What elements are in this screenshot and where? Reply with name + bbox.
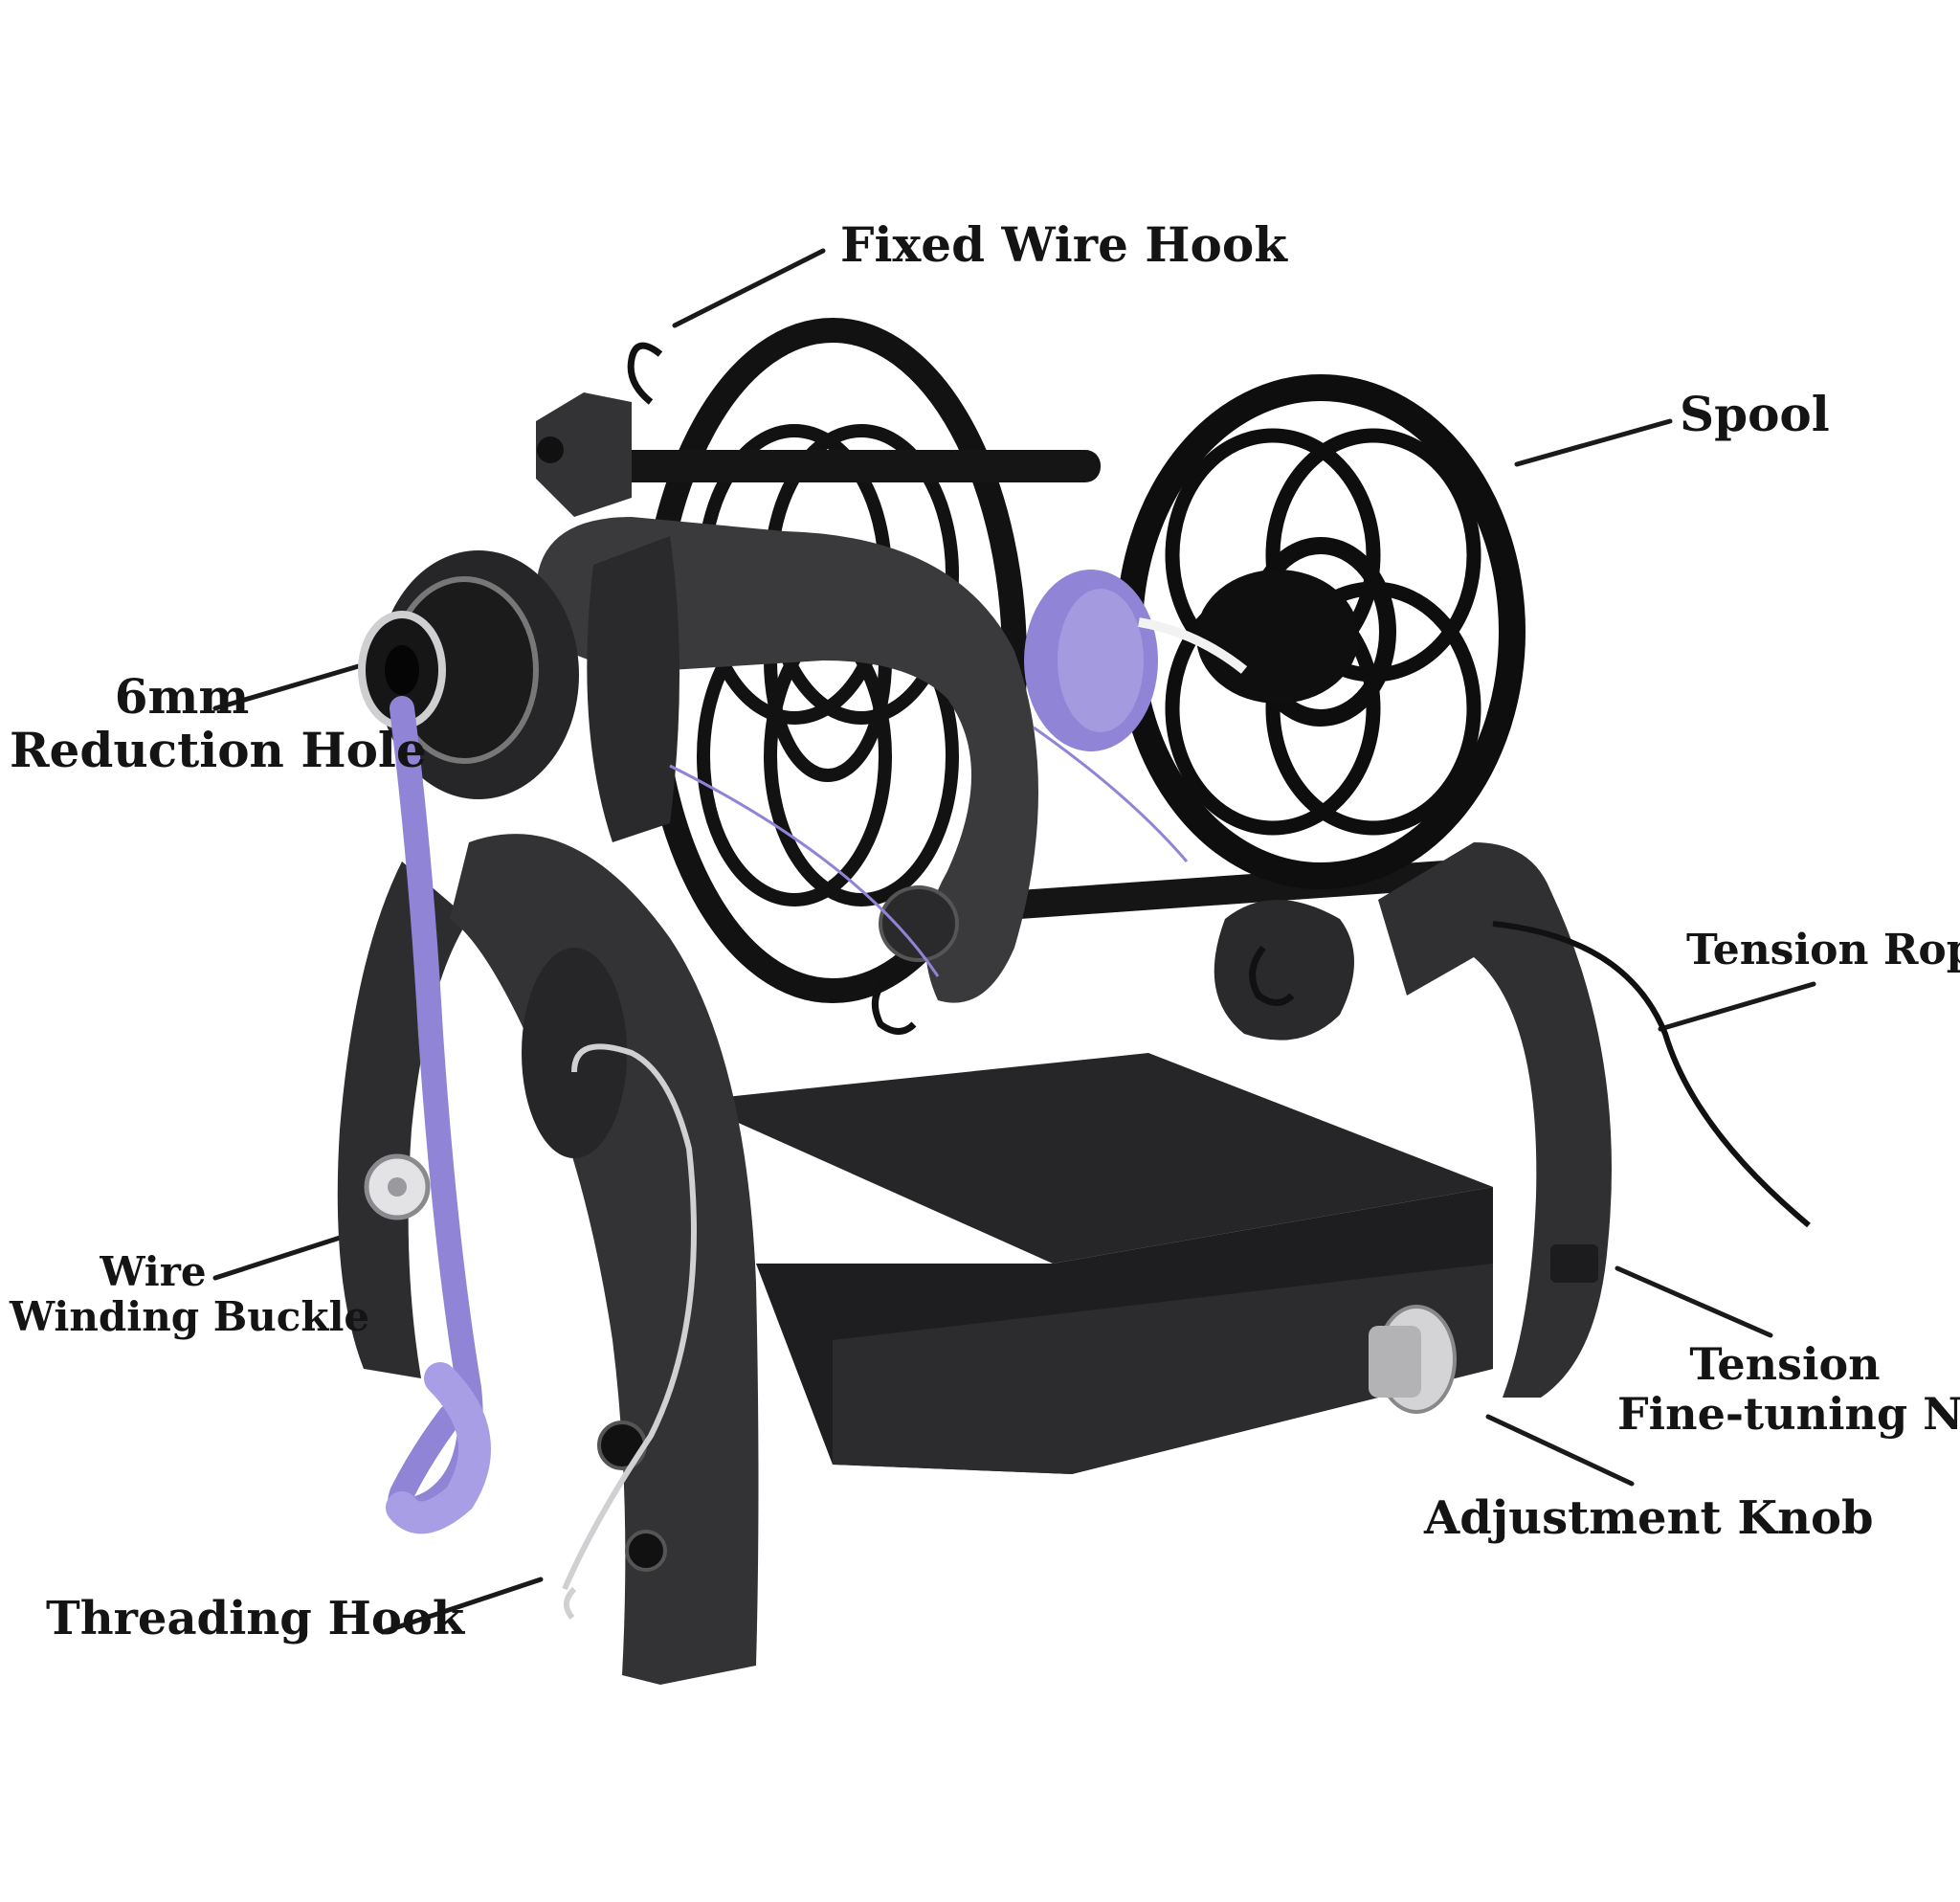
leader-lines xyxy=(212,248,1816,1635)
leader-fixed-wire-hook xyxy=(672,248,826,328)
label-tension-nut-line1: Tension xyxy=(1689,1338,1881,1390)
fixed-wire-hook xyxy=(627,342,663,405)
label-reduction-hole: 6mm Reduction Hole xyxy=(10,668,427,778)
label-fixed-wire-hook-text: Fixed Wire Hook xyxy=(840,216,1287,273)
leader-spool xyxy=(1514,418,1673,467)
label-tension-rope: Tension Rope xyxy=(1686,927,1960,973)
label-tension-nut-line2: Fine-tuning Nut xyxy=(1617,1387,1960,1440)
leader-threading-hook xyxy=(380,1577,544,1635)
label-spool: Spool xyxy=(1680,388,1830,441)
label-tension-nut: Tension Fine-tuning Nut xyxy=(1617,1338,1960,1440)
label-threading-hook-text: Threading Hook xyxy=(46,1592,465,1645)
label-adjustment-knob: Adjustment Knob xyxy=(1424,1491,1874,1545)
leader-tension-rope xyxy=(1658,981,1816,1032)
tension-nut xyxy=(1550,1244,1598,1283)
left-front-leg xyxy=(450,834,759,1685)
label-spool-text: Spool xyxy=(1680,386,1830,442)
leader-reduction-hole xyxy=(212,658,381,711)
top-rod xyxy=(612,450,1101,482)
leader-adjustment-knob xyxy=(1485,1414,1635,1487)
threading-hook xyxy=(562,1043,697,1591)
label-winding-buckle-line2: Winding Buckle xyxy=(10,1293,370,1341)
leader-tension-nut xyxy=(1615,1265,1773,1338)
label-reduction-hole-line1: 6mm xyxy=(114,668,250,725)
label-threading-hook: Threading Hook xyxy=(46,1592,465,1645)
label-fixed-wire-hook: Fixed Wire Hook xyxy=(840,218,1287,272)
fixed-hook-bracket xyxy=(536,392,632,517)
label-winding-buckle: Wire Winding Buckle xyxy=(10,1248,370,1341)
label-adjustment-knob-text: Adjustment Knob xyxy=(1424,1491,1874,1545)
label-winding-buckle-line1: Wire xyxy=(100,1248,207,1295)
label-tension-rope-text: Tension Rope xyxy=(1686,926,1960,974)
spool-hub xyxy=(1196,570,1359,704)
label-reduction-hole-line2: Reduction Hole xyxy=(10,722,427,778)
base-top xyxy=(689,1053,1493,1264)
tension-rope xyxy=(1492,921,1811,1228)
